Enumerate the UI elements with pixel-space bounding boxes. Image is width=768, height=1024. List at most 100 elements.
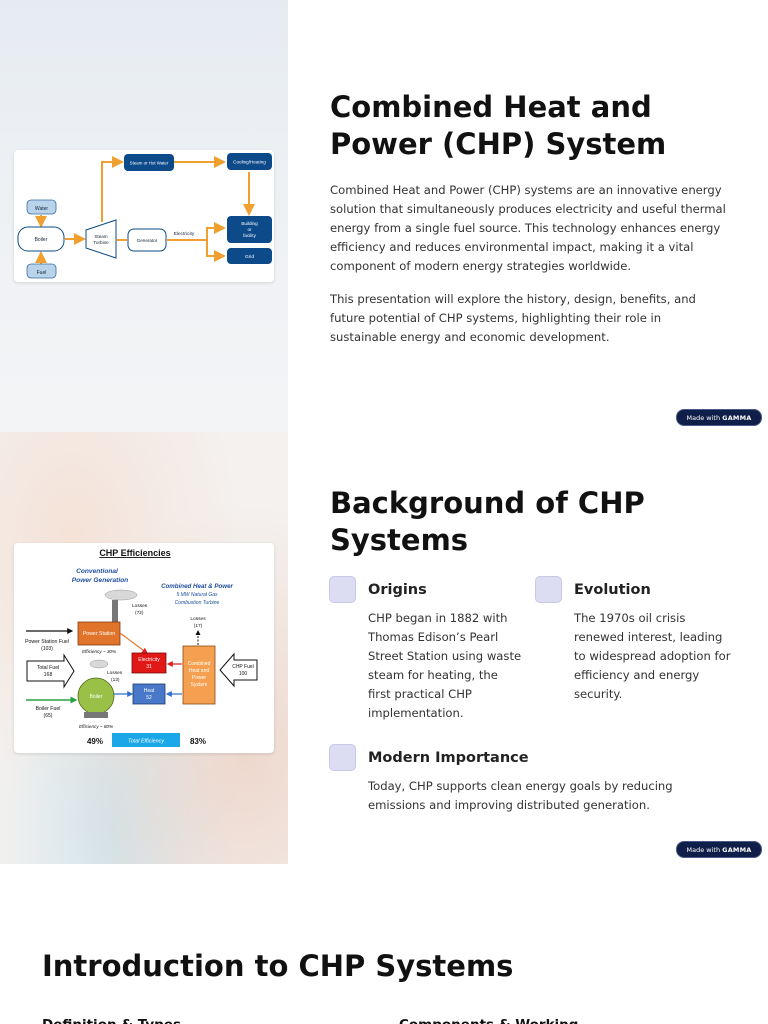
turbine-label-1: Steam — [94, 234, 107, 239]
grid-box — [227, 248, 272, 264]
boiler-label: Boiler — [35, 237, 48, 243]
grid-label: Grid — [245, 254, 254, 260]
boiler-smoke-icon — [89, 659, 109, 669]
heat-label-1: Heat — [144, 688, 155, 694]
feature-heading: Evolution — [574, 582, 651, 598]
chp-label-1: Combined Heat & Power — [161, 583, 233, 590]
efficiency80-label: Efficiency ~ 80% — [79, 724, 113, 729]
losses17-2: (17) — [194, 623, 203, 629]
water-box — [26, 199, 57, 215]
chp-box-4: System — [191, 682, 208, 688]
total-efficiency-box — [112, 733, 180, 747]
definition-types-heading: Definition & Types — [42, 1016, 181, 1024]
boiler-box — [17, 226, 65, 252]
made-with-gamma-badge[interactable]: Made with GAMMA — [676, 409, 762, 426]
cooling-heating-label: Cooling/Heating — [233, 160, 266, 165]
conventional-label-2: Power Generation — [72, 577, 128, 584]
arrow-electricity-grid — [206, 240, 226, 262]
building-box — [227, 216, 272, 243]
image-side-panel: Water Boiler Fuel Steam Turbine Generato… — [0, 0, 288, 432]
chp-box-2: Heat and — [189, 668, 210, 674]
steam-turbine-shape — [85, 219, 117, 259]
building-label-1: Building — [241, 221, 258, 226]
arrow-turbine-steam — [101, 156, 124, 222]
turbine-label-2: Turbine — [93, 240, 109, 245]
boiler-label: Boiler — [90, 694, 103, 700]
boiler-fuel-1: Boiler Fuel — [36, 706, 61, 712]
steam-hot-water-box — [124, 154, 174, 171]
feature-heading: Modern Importance — [368, 750, 529, 766]
total-efficiency-label: Total Efficiency — [128, 739, 164, 745]
boiler-fuel-2: (65) — [44, 713, 53, 719]
chp-box-1: Combined — [188, 661, 211, 667]
image-side-panel: CHP Efficiencies Conventional Power Gene… — [0, 432, 288, 864]
feature-icon — [329, 576, 356, 603]
slide-title: Background of CHP Systems — [330, 486, 645, 557]
right-percentage: 83% — [190, 737, 206, 746]
feature-icon — [535, 576, 562, 603]
feature-body: CHP began in 1882 with Thomas Edison’s P… — [368, 611, 522, 720]
chp-flow-diagram: Water Boiler Fuel Steam Turbine Generato… — [14, 150, 274, 282]
chp-label-3: Combustion Turbine — [175, 600, 220, 606]
total-fuel-1: Total Fuel — [37, 665, 60, 671]
total-fuel-2: 168 — [44, 672, 53, 678]
chp-efficiency-svg: CHP Efficiencies Conventional Power Gene… — [25, 548, 258, 747]
losses13-1: Losses — [107, 670, 123, 676]
intro-paragraph: Combined Heat and Power (CHP) systems ar… — [330, 183, 726, 273]
figure-title: CHP Efficiencies — [99, 548, 170, 558]
losses72-2: (72) — [135, 610, 144, 616]
electricity-label-2: 31 — [146, 664, 152, 670]
feature-icon — [329, 744, 356, 771]
chp-box-3: Power — [192, 675, 207, 681]
losses72-1: Losses — [132, 603, 148, 609]
badge-prefix: Made with — [686, 414, 721, 422]
generator-label: Generator — [137, 238, 158, 243]
boiler-base — [84, 712, 108, 718]
conventional-label-1: Conventional — [76, 568, 118, 575]
overview-paragraph: This presentation will explore the histo… — [330, 292, 696, 344]
cooling-heating-box — [227, 153, 272, 170]
electricity-label: Electricity — [174, 231, 195, 237]
power-station-fuel-1: Power Station Fuel — [25, 639, 69, 645]
power-station-label: Power Station — [83, 631, 115, 637]
water-label: Water — [35, 206, 48, 212]
building-label-2: or — [247, 227, 252, 232]
badge-prefix: Made with — [686, 846, 721, 854]
smokestack-icon — [112, 600, 118, 622]
smoke-cloud-icon — [104, 589, 138, 601]
made-with-gamma-badge[interactable]: Made with GAMMA — [676, 841, 762, 858]
chp-fuel-arrow — [219, 652, 258, 688]
total-fuel-arrow — [26, 653, 75, 689]
arrow-ps-electricity — [119, 632, 148, 654]
arrow-generator-electricity — [167, 222, 226, 241]
chp-efficiency-figure: CHP Efficiencies Conventional Power Gene… — [14, 543, 274, 753]
slide-background: CHP Efficiencies Conventional Power Gene… — [0, 432, 768, 864]
chp-fuel-2: 100 — [239, 671, 248, 677]
generator-box — [127, 228, 167, 252]
heat-box — [132, 683, 166, 705]
slide-title: Introduction to CHP Systems — [42, 949, 514, 983]
fuel-box — [26, 263, 57, 279]
chp-flow-diagram-svg: Water Boiler Fuel Steam Turbine Generato… — [17, 153, 272, 279]
losses13-2: (13) — [111, 677, 120, 683]
fuel-label: Fuel — [37, 270, 47, 276]
feature-body: The 1970s oil crisis renewed interest, l… — [574, 611, 731, 701]
steam-hot-water-label: Steam or Hot Water — [130, 161, 169, 166]
power-station-fuel-2: (103) — [41, 646, 53, 652]
efficiency30-label: Efficiency ~ 30% — [82, 649, 116, 654]
feature-heading: Origins — [368, 582, 427, 598]
chp-label-2: 5 MW Natural Gas — [176, 592, 218, 598]
badge-brand: GAMMA — [722, 846, 752, 854]
building-label-3: facility — [243, 233, 256, 238]
feature-body: Today, CHP supports clean energy goals b… — [368, 779, 673, 812]
electricity-label-1: Electricity — [138, 657, 160, 663]
chp-system-box — [182, 645, 216, 705]
losses17-1: Losses — [190, 616, 206, 622]
badge-brand: GAMMA — [722, 414, 752, 422]
chp-fuel-1: CHP Fuel — [232, 664, 254, 670]
components-working-heading: Components & Working — [399, 1016, 578, 1024]
slide-chp-system: Water Boiler Fuel Steam Turbine Generato… — [0, 0, 768, 432]
electricity-box — [131, 652, 167, 674]
slide-introduction: Introduction to CHP Systems Definition &… — [0, 864, 768, 1024]
slide-title: Combined Heat and Power (CHP) System — [330, 90, 667, 161]
